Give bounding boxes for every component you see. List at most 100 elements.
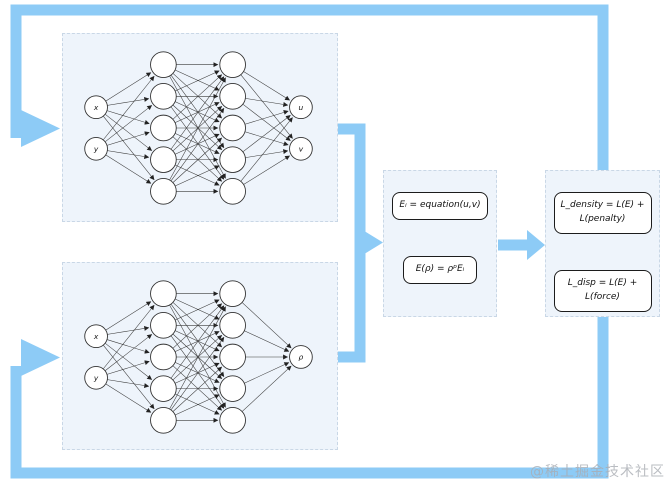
neuron-label: x [93, 103, 99, 112]
neuron-node [219, 343, 246, 371]
neuron-node [289, 345, 313, 369]
network-edge [105, 154, 152, 184]
neuron-node [150, 343, 177, 371]
disp-loss-box: L_disp = L(E) + L(force) [553, 269, 652, 312]
neuron-node [150, 114, 177, 142]
connector-shaft [10, 317, 609, 479]
neuron-node [219, 51, 246, 78]
displacement-network-graph: x y u v [84, 51, 313, 205]
neuron-node [84, 365, 108, 390]
neuron-node [219, 178, 246, 205]
network-edge [174, 165, 220, 187]
network-edge [104, 342, 153, 380]
network-edge [103, 344, 155, 410]
network-edge [242, 115, 291, 153]
neuron-node [84, 136, 108, 161]
neuron-node [219, 114, 246, 142]
simp-equation-box: E(ρ) = ρᵖEᵢ [403, 255, 477, 284]
connector-shaft [10, 4, 609, 170]
density-network-panel: x y ρ [62, 262, 338, 450]
network-edge [172, 333, 223, 379]
network-edge [104, 334, 153, 371]
neuron-label: v [299, 144, 304, 153]
network-edge [174, 102, 220, 123]
network-edge [172, 366, 223, 412]
network-edge [244, 330, 290, 352]
network-edge [174, 133, 220, 154]
neuron-node [150, 407, 177, 434]
network-edge [174, 394, 220, 416]
displacement-network-panel: x y u v [62, 33, 338, 222]
network-edge [103, 304, 155, 370]
neuron-label: y [93, 144, 99, 153]
neuron-node [289, 95, 313, 120]
network-edge [241, 302, 292, 349]
network-edge [172, 136, 223, 182]
neuron-label: y [93, 373, 99, 382]
network-edge [105, 72, 152, 102]
network-edge [174, 331, 220, 352]
neuron-node [219, 407, 246, 434]
network-edge [241, 365, 292, 412]
equation-panel: Eᵢ = equation(u,v) E(ρ) = ρᵖEᵢ [383, 170, 497, 317]
edges-layer [103, 291, 292, 423]
neuron-node [150, 178, 177, 205]
density-loss-text: L_density = L(E) + L(penalty) [560, 200, 645, 224]
neuron-node [150, 280, 177, 307]
network-edge [174, 299, 220, 321]
network-edge [172, 335, 223, 381]
network-edge [174, 70, 220, 92]
network-edge [172, 137, 223, 183]
network-edge [172, 106, 223, 152]
network-edge [242, 103, 291, 141]
network-edge [172, 365, 223, 411]
neuron-label: ρ [299, 353, 304, 362]
neuron-node [150, 375, 177, 402]
network-edge [244, 362, 290, 384]
network-edge [172, 104, 223, 150]
density-loss-box: L_density = L(E) + L(penalty) [553, 192, 652, 234]
network-edge [106, 339, 150, 354]
loss-panel: L_density = L(E) + L(penalty) L_disp = L… [545, 170, 660, 317]
neuron-node [84, 324, 108, 349]
network-edge [170, 336, 225, 411]
connector-shaft [337, 123, 366, 363]
network-edge [174, 133, 220, 155]
connector-arrowhead [527, 230, 545, 260]
network-edge [107, 150, 150, 160]
density-network-graph: x y ρ [84, 280, 313, 434]
neuron-node [150, 51, 177, 78]
network-edge [104, 113, 153, 151]
network-edge [245, 149, 289, 158]
network-edge [174, 330, 220, 352]
network-edge [174, 164, 220, 186]
network-edge [169, 304, 226, 408]
network-edge [172, 74, 223, 120]
edges-layer [103, 62, 293, 194]
disp-loss-text: L_disp = L(E) + L(force) [567, 277, 638, 302]
neuron-label: x [93, 332, 99, 341]
nodes-layer: x y ρ [84, 280, 313, 434]
network-edge [172, 303, 223, 349]
neuron-label: u [299, 103, 304, 112]
network-edge [107, 325, 150, 335]
network-edge [240, 117, 293, 182]
network-edge [103, 75, 155, 141]
network-edge [172, 73, 223, 119]
network-edge [244, 110, 289, 125]
network-edge [170, 107, 225, 182]
energy-equation-box: Eᵢ = equation(u,v) [392, 192, 488, 220]
network-edge [174, 298, 220, 320]
nodes-layer: x y u v [84, 51, 313, 205]
energy-equation-text: Eᵢ = equation(u,v) [399, 200, 481, 210]
neuron-node [219, 83, 246, 110]
network-edge [174, 362, 220, 384]
neuron-node [289, 136, 313, 161]
neuron-node [219, 146, 246, 173]
connector-arrowhead [21, 110, 60, 147]
network-edge [174, 101, 220, 123]
network-edge [240, 74, 293, 139]
neuron-node [150, 146, 177, 173]
network-edge [174, 362, 220, 383]
